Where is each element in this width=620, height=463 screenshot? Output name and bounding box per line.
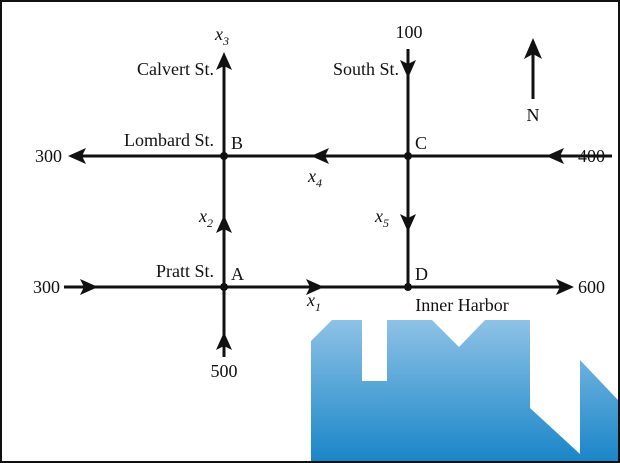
inner-harbor-label: Inner Harbor <box>415 295 508 315</box>
x5-label: x5 <box>374 206 389 230</box>
x3-label: x3 <box>214 24 229 48</box>
node-b-label: B <box>231 133 243 153</box>
south-north-flow: 100 <box>396 22 423 42</box>
node-c-label: C <box>415 133 427 153</box>
x4-label: x4 <box>307 166 322 190</box>
pratt-east-flow: 600 <box>578 277 605 297</box>
x2-label: x2 <box>198 206 213 230</box>
pratt-west-flow: 300 <box>33 277 60 297</box>
lombard-west-flow: 300 <box>35 146 62 166</box>
node-a <box>220 283 228 291</box>
inner-harbor-water <box>311 320 618 461</box>
node-d-label: D <box>415 264 428 284</box>
lombard-street-label: Lombard St. <box>124 130 214 150</box>
lombard-east-flow: 400 <box>578 146 605 166</box>
north-label: N <box>527 105 540 125</box>
node-a-label: A <box>231 264 244 284</box>
calvert-south-flow: 500 <box>211 361 238 381</box>
calvert-street-label: Calvert St. <box>137 59 214 79</box>
node-c <box>404 152 412 160</box>
south-street-label: South St. <box>333 59 399 79</box>
node-b <box>220 152 228 160</box>
pratt-street-label: Pratt St. <box>156 261 214 281</box>
x1-label: x1 <box>306 290 321 314</box>
node-d <box>404 283 412 291</box>
